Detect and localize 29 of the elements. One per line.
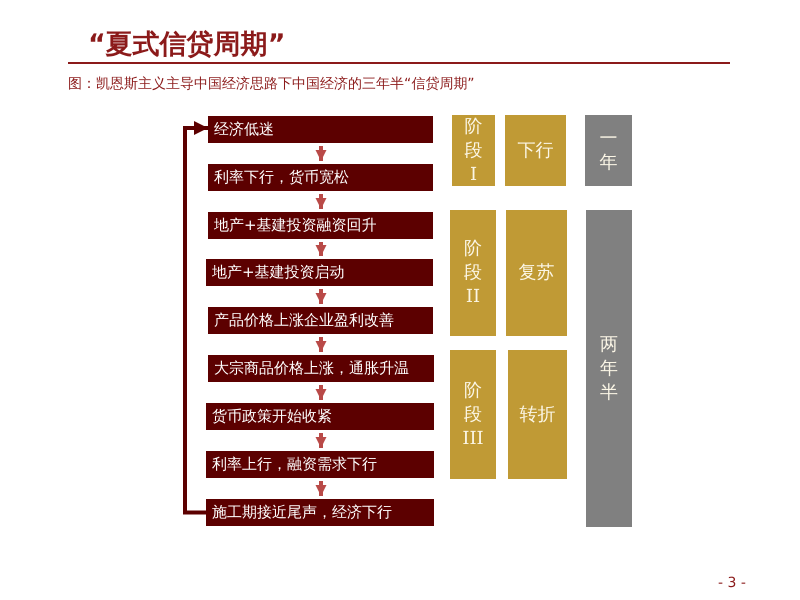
step-box: 大宗商品价格上涨，通胀升温 <box>208 355 434 382</box>
step-box: 利率下行，货币宽松 <box>208 164 433 191</box>
arrow <box>316 337 326 352</box>
caption: 图：凯恩斯主义主导中国经济思路下中国经济的三年半“信贷周期” <box>68 75 475 93</box>
phase-box: 复苏 <box>506 210 567 336</box>
step-box: 产品价格上涨企业盈利改善 <box>208 307 433 334</box>
duration-box: 一年 <box>585 115 632 186</box>
step-box: 货币政策开始收紧 <box>206 403 434 430</box>
phase-box: 下行 <box>505 115 566 186</box>
arrow <box>316 433 326 448</box>
stage-box: 阶段II <box>450 210 496 336</box>
step-box: 利率上行，融资需求下行 <box>206 451 434 478</box>
step-box: 施工期接近尾声，经济下行 <box>206 499 434 526</box>
arrow <box>316 146 326 161</box>
duration-box: 两年半 <box>586 210 632 527</box>
arrow <box>316 242 326 256</box>
phase-box: 转折 <box>508 350 567 479</box>
stage-box: 阶段III <box>450 350 496 479</box>
arrow <box>316 194 326 209</box>
step-box: 地产+基建投资启动 <box>206 259 433 286</box>
arrow <box>316 385 326 400</box>
stage-box: 阶段I <box>452 115 495 186</box>
arrow <box>316 289 326 304</box>
title: “夏式信贷周期” <box>88 28 286 62</box>
arrow <box>183 121 208 514</box>
step-box: 经济低迷 <box>208 116 433 143</box>
page-number: - 3 - <box>718 575 746 591</box>
step-box: 地产+基建投资融资回升 <box>208 212 433 239</box>
arrow <box>316 481 326 496</box>
